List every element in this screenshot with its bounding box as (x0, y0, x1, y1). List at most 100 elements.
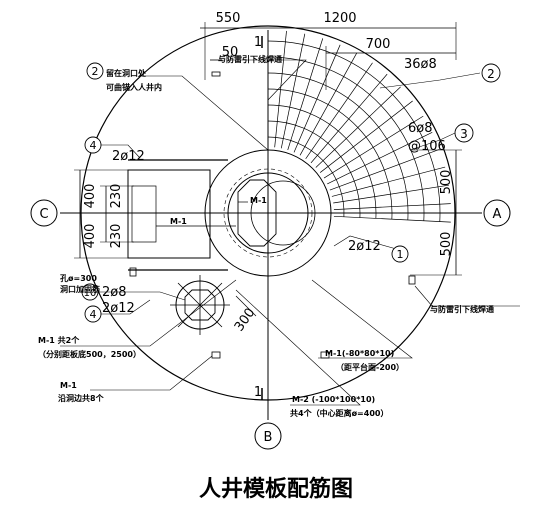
rebar-2phi12-top: 2ø12 (112, 149, 145, 164)
axis-label-C: C (39, 207, 48, 222)
leader-2-right (379, 72, 481, 89)
round-hole-octagon (184, 289, 216, 321)
leader-top-lead (228, 59, 307, 101)
note-m1-bottom: M-1 (60, 381, 77, 390)
radial-bar (315, 86, 401, 168)
radial-bar (333, 203, 451, 210)
note-left-2: 可曲锚入人井内 (106, 82, 162, 92)
note-m1-right: M-1(-80*80*10) (325, 349, 394, 358)
dim-230-lower: 230 (109, 224, 124, 249)
dim-400-lower: 400 (83, 224, 98, 249)
plate-right (408, 275, 416, 285)
dim-500-lower: 500 (439, 232, 454, 257)
radial-bar (319, 100, 413, 173)
ring-bar (268, 104, 377, 219)
marker-3: 3 (460, 127, 468, 141)
rebar-at106: @106 (408, 139, 446, 154)
ring-bar (268, 72, 409, 221)
leader-3 (409, 132, 456, 151)
radial-bar (333, 184, 449, 204)
note-m1-count: M-1 共2个 (38, 335, 80, 345)
left-hole-frame-inner (131, 185, 157, 243)
note-m1-spacing: （分别距板底500，2500） (38, 349, 141, 359)
marker-circle-4a (84, 136, 102, 154)
plate-top-left (211, 71, 221, 77)
dim-500-upper: 500 (439, 170, 454, 195)
left-hole-frame (127, 169, 211, 259)
marker-2-right: 2 (487, 67, 495, 81)
ring-bar (268, 120, 361, 218)
axis-label-B: B (264, 430, 273, 445)
plate-bottom-left (211, 351, 221, 359)
leader-m2 (235, 289, 361, 406)
marker-circle-3 (454, 123, 474, 143)
marker-circle-2-right (481, 63, 501, 83)
leader-m1-count (60, 279, 237, 347)
ring-bar (268, 56, 425, 221)
section-label-bottom: 1 (254, 385, 262, 400)
note-hole-1: 孔ø=300 (60, 273, 97, 283)
radial-bar (274, 30, 287, 148)
ring-bar (268, 88, 393, 220)
note-m2: M-2 (-100*100*10) (292, 395, 375, 404)
leader-10 (98, 291, 186, 301)
dim-50: 50 (222, 45, 239, 60)
marker-circle-10 (81, 283, 99, 301)
radial-bar (327, 132, 433, 185)
marker-1: 1 (397, 248, 404, 261)
rebar-2phi12-mid: 2ø12 (348, 239, 381, 254)
dim-300-line (235, 295, 257, 317)
radial-bar (310, 73, 388, 164)
dim-300: 300 (232, 306, 259, 335)
note-m1-bottom-2: 沿洞边共8个 (58, 393, 105, 403)
axis-bubble-A (483, 199, 511, 227)
radial-rebar-fan (268, 30, 451, 223)
leader-2phi12-mid (333, 235, 401, 251)
leader-4b (100, 299, 151, 315)
radial-bar (333, 215, 451, 223)
radial-bar (331, 166, 446, 197)
marker-2-left: 2 (92, 65, 99, 78)
radial-bar (329, 149, 440, 191)
dim-400-upper: 400 (83, 184, 98, 209)
round-hole-bar-d2 (177, 282, 223, 328)
marker-circle-4b (84, 305, 102, 323)
radial-bar (323, 115, 424, 179)
note-m1-right-2: （距平台面-200） (336, 362, 404, 372)
rebar-36phi8: 36ø8 (404, 57, 437, 72)
leader-m1-bottom (90, 355, 213, 391)
leader-4a (100, 144, 141, 159)
leader-left-note (140, 75, 269, 151)
leader-m1-right (311, 279, 413, 359)
dim-230-upper: 230 (109, 184, 124, 209)
ring-bar (268, 136, 345, 217)
dim-550: 550 (216, 11, 241, 26)
note-m1-b: M-1 (170, 217, 187, 226)
axis-bubble-C (30, 199, 58, 227)
radial-bar (280, 33, 306, 149)
note-right-lead: 与防雷引下线焊通 (430, 304, 494, 314)
marker-circle-1 (391, 245, 409, 263)
ring-bar (268, 40, 441, 222)
note-m1-a: M-1 (250, 196, 267, 205)
marker-10: 10 (84, 288, 97, 299)
plate-left (129, 267, 137, 277)
note-left-1: 留在洞口处 (106, 68, 147, 78)
rebar-2phi8: 2ø8 (102, 285, 127, 300)
marker-circle-2-left (86, 62, 104, 80)
note-top-lead: 与防雷引下线焊通 (218, 54, 282, 64)
note-m2-2: 共4个（中心距离ø=400） (290, 408, 388, 418)
marker-4b: 4 (90, 308, 97, 321)
drawing-title: 人井模板配筋图 (199, 476, 353, 502)
radial-bar (287, 38, 324, 151)
axis-bubble-B (254, 422, 282, 450)
note-hole-2: 洞口加固筋 (60, 284, 100, 294)
leader-right-lead (414, 285, 520, 307)
radial-bar (305, 62, 373, 160)
rebar-2phi12-low: 2ø12 (102, 301, 135, 316)
axis-label-A: A (493, 207, 502, 222)
rebar-6phi8: 6ø8 (408, 121, 433, 136)
section-label-top: 1 (254, 35, 262, 50)
dim-700: 700 (366, 37, 391, 52)
